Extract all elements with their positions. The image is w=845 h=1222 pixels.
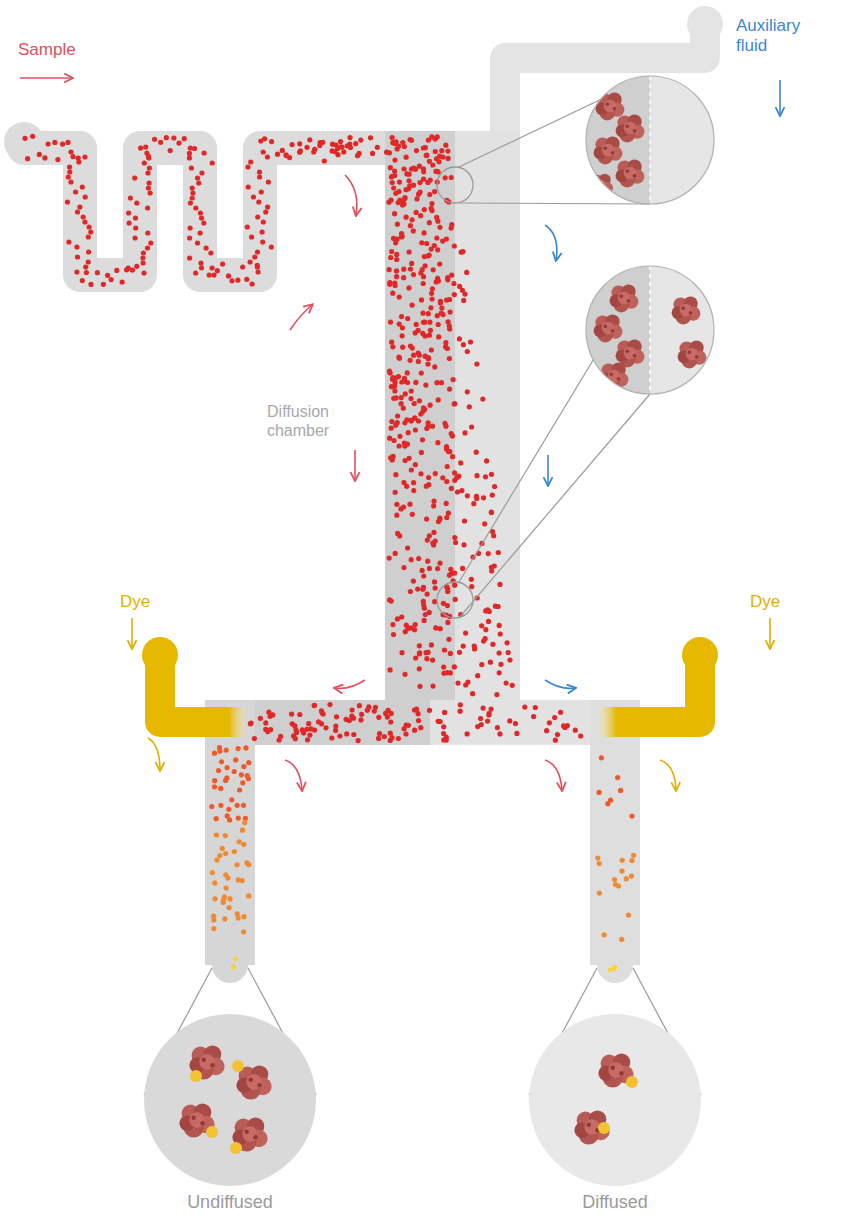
inlet-label: Sample <box>18 40 108 60</box>
inlet-label: Dye <box>750 592 810 612</box>
outlet-zooms <box>144 968 701 1186</box>
channels <box>4 6 723 983</box>
zoom-callouts <box>437 76 714 618</box>
outlet-label: Diffused <box>535 1192 695 1214</box>
outlet-label: Undiffused <box>150 1192 310 1214</box>
region-label: Diffusion chamber <box>250 402 346 440</box>
inlet-label: Auxiliary fluid <box>736 16 826 57</box>
particle-dots <box>22 134 636 973</box>
inlet-label: Dye <box>120 592 180 612</box>
